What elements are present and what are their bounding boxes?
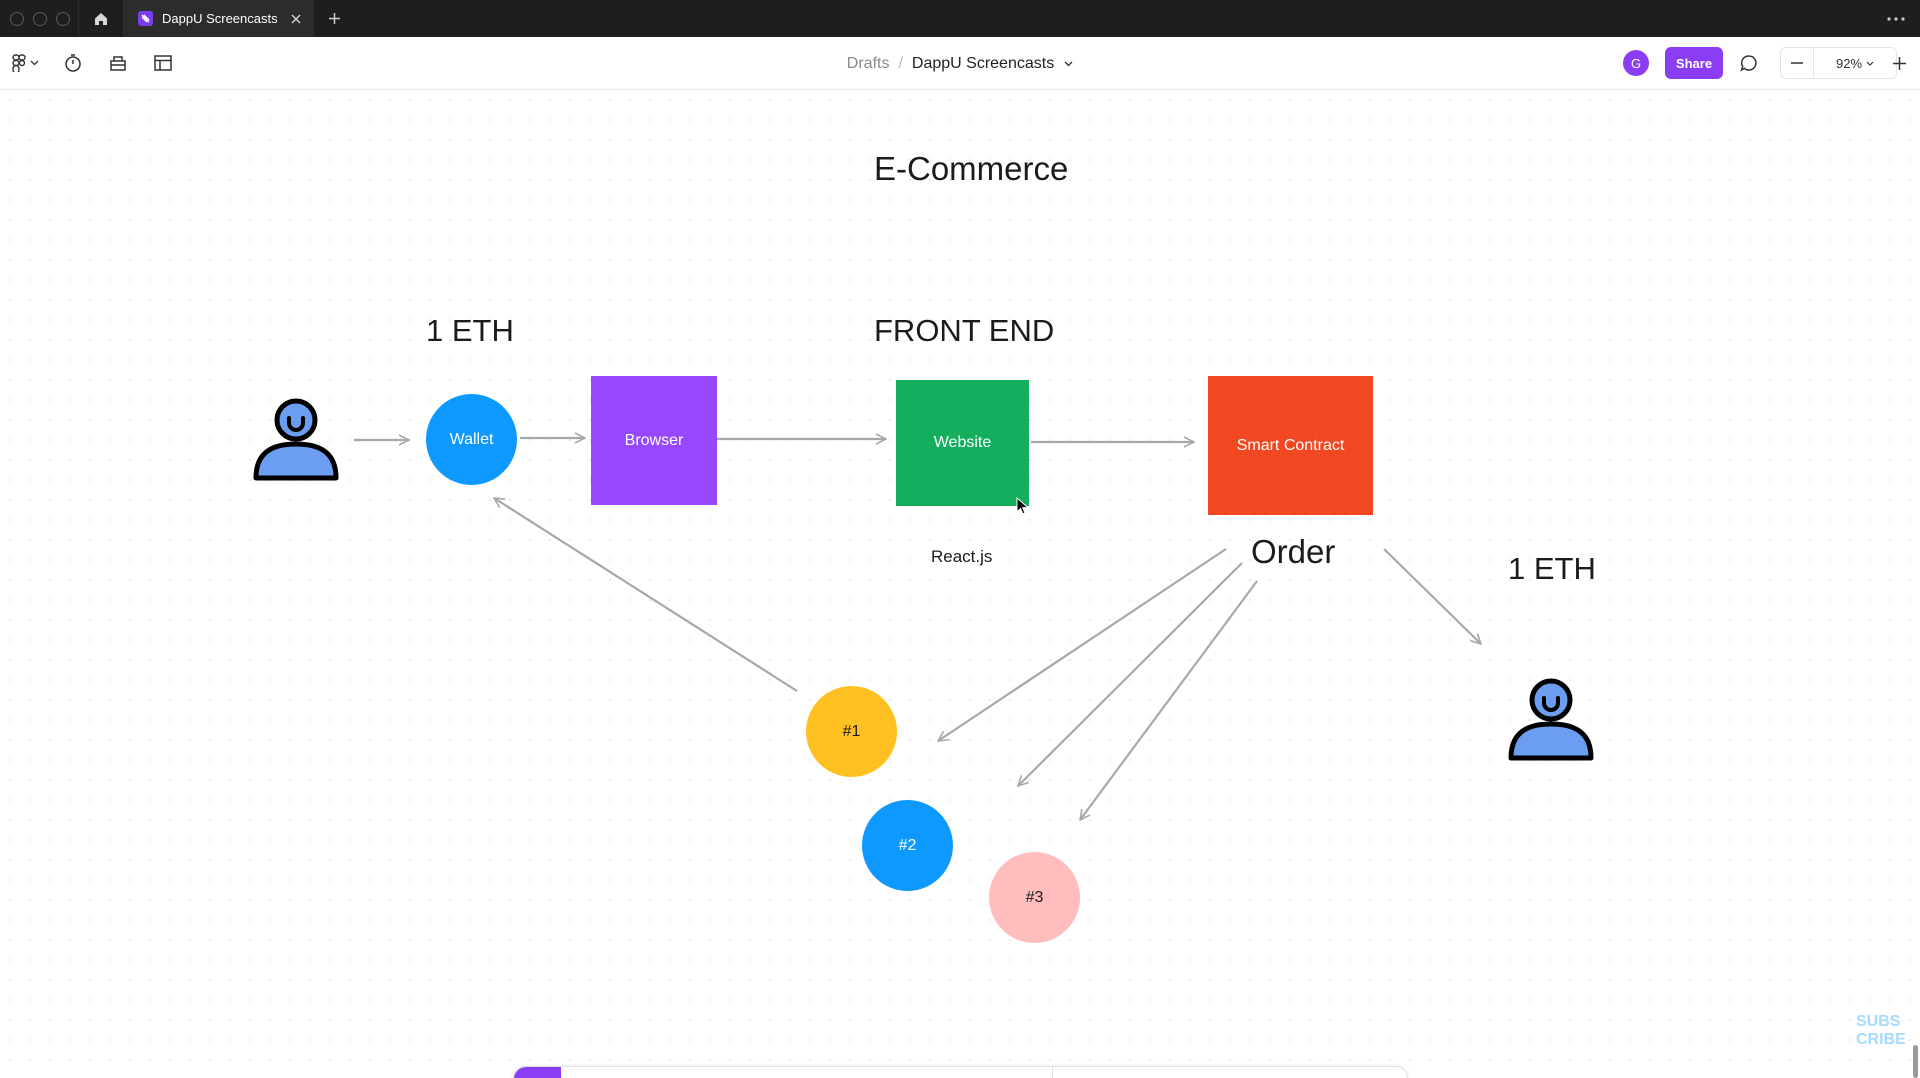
- figma-logo-icon: [11, 54, 26, 72]
- zoom-out-button[interactable]: [1781, 48, 1814, 78]
- breadcrumb-separator: /: [898, 54, 903, 72]
- editor-toolbar: Drafts / DappU Screencasts G Share 92%: [0, 37, 1920, 90]
- watermark-line-2: CRIBE: [1856, 1031, 1906, 1048]
- arrow-contract-to-order1[interactable]: [938, 548, 1227, 741]
- main-menu-button[interactable]: [8, 50, 42, 76]
- vertical-scrollbar[interactable]: [1913, 1045, 1918, 1078]
- wallet-label: Wallet: [449, 430, 494, 448]
- chevron-down-icon[interactable]: [1064, 61, 1073, 67]
- more-options-button[interactable]: [1872, 0, 1920, 37]
- stopwatch-icon: [65, 54, 81, 72]
- order-2-node[interactable]: #2: [862, 800, 953, 891]
- order-1-label: #1: [842, 722, 861, 740]
- connector-arrows: [354, 90, 1920, 1078]
- maximize-window-button[interactable]: [56, 11, 70, 26]
- resources-button[interactable]: [105, 50, 131, 76]
- order-3-node[interactable]: #3: [989, 852, 1080, 943]
- close-icon[interactable]: [290, 13, 302, 25]
- payment-label-right[interactable]: 1 ETH: [1508, 551, 1596, 586]
- chevron-down-icon: [1866, 61, 1874, 66]
- wallet-node[interactable]: Wallet: [426, 394, 517, 485]
- browser-node[interactable]: Browser: [591, 376, 717, 505]
- breadcrumb: Drafts / DappU Screencasts: [0, 37, 1920, 90]
- file-name[interactable]: DappU Screencasts: [911, 54, 1055, 72]
- breadcrumb-drafts[interactable]: Drafts: [846, 54, 890, 72]
- arrow-contract-to-order2[interactable]: [1018, 562, 1243, 786]
- comment-icon: [1740, 55, 1757, 72]
- more-horizontal-icon: [1887, 16, 1905, 21]
- order-3-label: #3: [1025, 888, 1044, 906]
- payment-label-left[interactable]: 1 ETH: [426, 313, 514, 348]
- timer-button[interactable]: [60, 50, 86, 76]
- watermark-line-1: SUBS: [1856, 1013, 1901, 1030]
- figma-file-icon: [138, 11, 153, 26]
- layout-icon: [154, 55, 172, 71]
- zoom-control: 92%: [1780, 47, 1897, 79]
- arrow-order1-to-wallet[interactable]: [494, 498, 798, 692]
- cursor-icon: [1016, 497, 1030, 515]
- layout-button[interactable]: [150, 50, 176, 76]
- seller-person-icon[interactable]: [1507, 676, 1595, 764]
- arrow-order-to-seller[interactable]: [1383, 548, 1481, 644]
- active-tool-indicator[interactable]: [514, 1067, 561, 1078]
- tab-label: DappU Screencasts: [162, 11, 278, 26]
- zoom-level-dropdown[interactable]: 92%: [1814, 48, 1896, 78]
- zoom-in-button[interactable]: [1883, 47, 1915, 79]
- subscribe-watermark: SUBS CRIBE: [1856, 1013, 1906, 1053]
- smart-contract-node[interactable]: Smart Contract: [1208, 376, 1373, 515]
- bottom-tool-panel[interactable]: [513, 1066, 1408, 1078]
- comments-button[interactable]: [1736, 50, 1762, 76]
- website-node[interactable]: Website: [896, 380, 1029, 506]
- home-tab[interactable]: [78, 0, 124, 37]
- tab-bar: DappU Screencasts: [0, 0, 1920, 37]
- order-2-label: #2: [898, 836, 917, 854]
- zoom-level: 92%: [1835, 55, 1863, 71]
- toolbar-divider: [1052, 1067, 1053, 1078]
- diagram-title[interactable]: E-Commerce: [874, 150, 1069, 187]
- toolbox-icon: [110, 56, 126, 71]
- window-controls: [0, 0, 78, 37]
- avatar[interactable]: G: [1623, 50, 1649, 76]
- smart-contract-label: Smart Contract: [1236, 436, 1345, 454]
- front-end-label[interactable]: FRONT END: [874, 313, 1055, 348]
- share-button[interactable]: Share: [1665, 47, 1723, 79]
- plus-icon: [328, 13, 340, 24]
- new-tab-button[interactable]: [314, 0, 354, 37]
- order-1-node[interactable]: #1: [806, 686, 897, 777]
- buyer-person-icon[interactable]: [252, 396, 340, 484]
- arrow-contract-to-order3[interactable]: [1080, 580, 1258, 820]
- home-icon: [95, 12, 107, 25]
- minimize-window-button[interactable]: [33, 11, 47, 26]
- chevron-down-icon: [30, 60, 38, 66]
- minus-icon: [1791, 62, 1803, 64]
- react-label[interactable]: React.js: [931, 547, 993, 566]
- website-label: Website: [933, 434, 992, 451]
- plus-icon: [1892, 56, 1906, 70]
- order-label[interactable]: Order: [1251, 533, 1336, 570]
- browser-label: Browser: [624, 431, 684, 449]
- whiteboard-canvas[interactable]: E-Commerce 1 ETH FRONT END React.js Orde…: [0, 90, 1920, 1078]
- close-window-button[interactable]: [10, 11, 24, 26]
- tab-dappu-screencasts[interactable]: DappU Screencasts: [124, 0, 314, 37]
